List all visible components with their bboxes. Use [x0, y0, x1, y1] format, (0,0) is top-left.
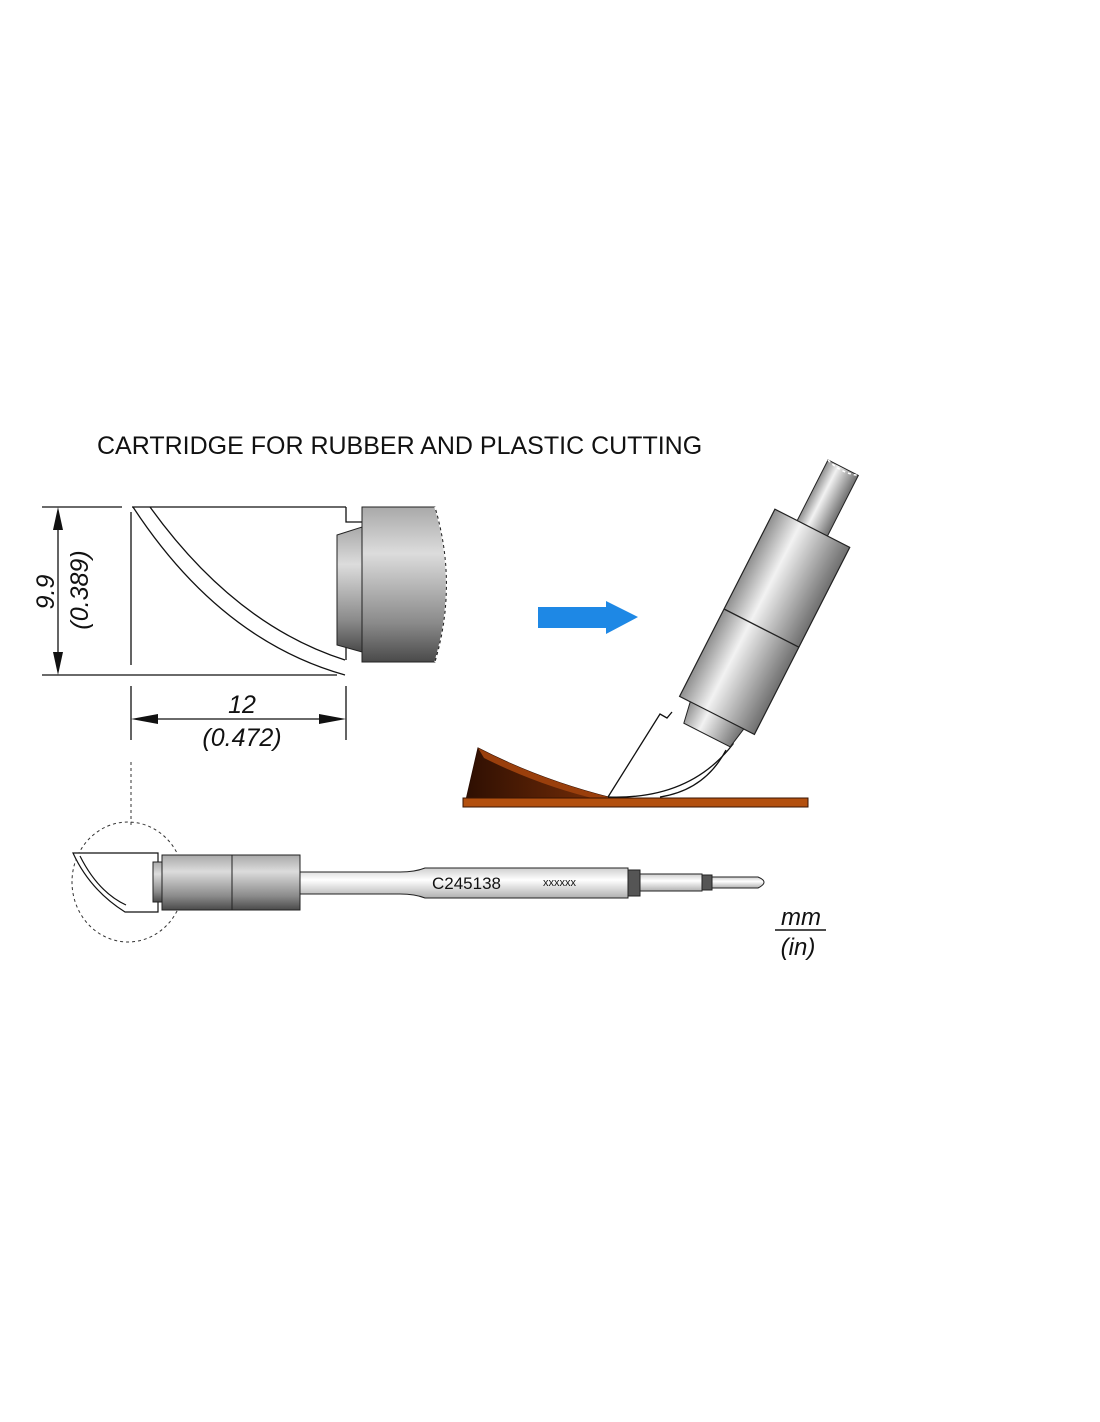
- part-number-label: C245138: [432, 874, 501, 893]
- serial-label: xxxxxx: [543, 877, 577, 889]
- height-in-label: (0.389): [66, 550, 94, 629]
- units-primary: mm: [781, 904, 821, 931]
- collar-side-view: [336, 506, 448, 663]
- diagram-title: CARTRIDGE FOR RUBBER AND PLASTIC CUTTING: [97, 432, 702, 460]
- length-mm-label: 12: [228, 691, 256, 719]
- length-dimension: 12 (0.472): [130, 686, 347, 752]
- units-secondary: (in): [781, 934, 816, 961]
- length-in-label: (0.472): [202, 724, 281, 752]
- cartridge-full-view: C245138 xxxxxx: [71, 821, 765, 943]
- height-dimension: 9.9 (0.389): [32, 507, 94, 675]
- height-mm-label: 9.9: [32, 575, 60, 610]
- tip-side-view: [42, 506, 362, 676]
- rubber-cutting-illustration: [462, 459, 860, 808]
- units-legend: mm (in): [775, 904, 826, 961]
- arrow-right-icon: [538, 601, 638, 634]
